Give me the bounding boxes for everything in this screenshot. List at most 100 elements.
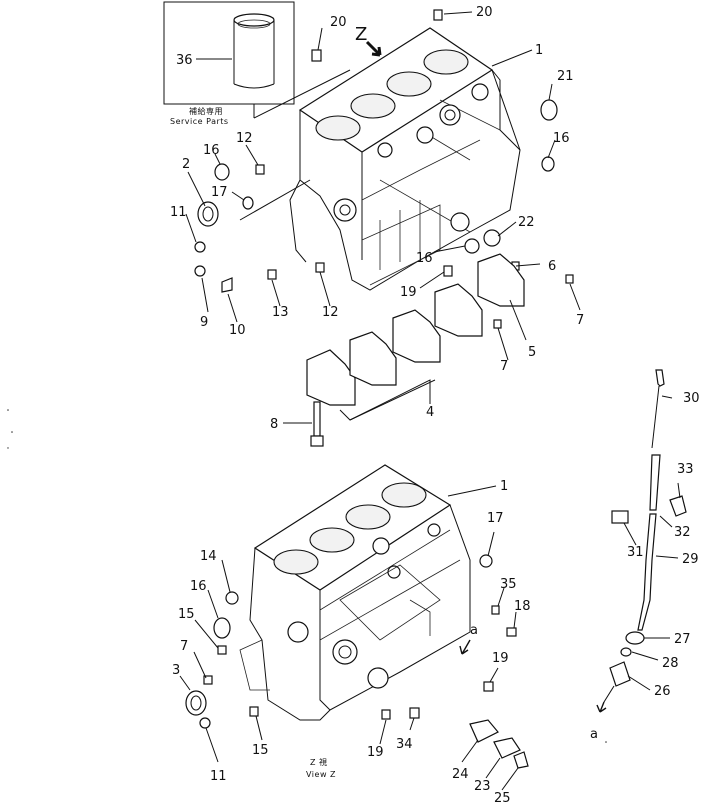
view-z-label-jp: Z 視 bbox=[310, 758, 328, 767]
callout-17-bottom: 17 bbox=[487, 511, 504, 526]
callout-15-lower: 15 bbox=[252, 743, 269, 758]
oring-28 bbox=[620, 647, 632, 657]
cover-23 bbox=[493, 737, 521, 759]
dipstick-assembly: a bbox=[590, 369, 687, 742]
plug-16-left bbox=[214, 163, 230, 181]
dipstick-upper-tube bbox=[649, 454, 661, 511]
plug-35 bbox=[491, 605, 500, 615]
plug-19-bottom-right bbox=[483, 681, 494, 692]
callout-31: 31 bbox=[627, 545, 644, 560]
bottom-bore-2 bbox=[345, 504, 391, 530]
callout-20b: 20 bbox=[476, 5, 493, 20]
callout-33: 33 bbox=[677, 462, 694, 477]
callout-16-left: 16 bbox=[203, 143, 220, 158]
callout-1-top: 1 bbox=[535, 43, 543, 58]
callout-7-bottom: 7 bbox=[180, 639, 188, 654]
plug-17-top bbox=[242, 196, 254, 210]
callout-12-upper: 12 bbox=[236, 131, 253, 146]
bearing-cap-5 bbox=[477, 253, 525, 307]
callout-36: 36 bbox=[176, 53, 193, 68]
pin-12-lower bbox=[315, 262, 325, 273]
inset-title-en: Service Parts bbox=[170, 117, 229, 126]
callout-12-lower: 12 bbox=[322, 305, 339, 320]
callout-23: 23 bbox=[474, 779, 491, 794]
callout-1-bottom: 1 bbox=[500, 479, 508, 494]
pin-7-right bbox=[565, 274, 574, 284]
callout-20a: 20 bbox=[330, 15, 347, 30]
bolt-8 bbox=[310, 401, 324, 447]
bolt-33 bbox=[669, 495, 687, 517]
leader-lines bbox=[179, 11, 681, 791]
plug-11-top bbox=[194, 241, 206, 253]
pin-15-lower bbox=[249, 706, 259, 717]
oring-27 bbox=[625, 631, 645, 645]
gauge-tube-26 bbox=[609, 661, 631, 687]
z-marker: Z bbox=[355, 24, 367, 45]
callout-22: 22 bbox=[518, 215, 535, 230]
bearing-cap-1 bbox=[306, 349, 356, 406]
callout-19-bottom-left: 19 bbox=[367, 745, 384, 760]
plug-16-right bbox=[541, 156, 555, 172]
plug-19-bottom-left bbox=[381, 709, 391, 720]
view-z-arrow: Z bbox=[355, 24, 382, 57]
seal-21 bbox=[540, 99, 558, 121]
pin-7-mid bbox=[493, 319, 502, 329]
bottom-bore-4 bbox=[273, 549, 319, 575]
plug-14 bbox=[225, 591, 239, 605]
cylinder-block-bottom bbox=[239, 464, 471, 721]
seal-3 bbox=[185, 690, 207, 716]
gasket-24 bbox=[469, 719, 499, 743]
callout-9: 9 bbox=[200, 315, 208, 330]
callout-11-bottom: 11 bbox=[210, 769, 227, 784]
cylinder-block-top bbox=[289, 27, 521, 291]
marker-a-top: a bbox=[470, 623, 478, 638]
callout-10: 10 bbox=[229, 323, 246, 338]
plug-34 bbox=[409, 707, 420, 719]
bearing-cap-3 bbox=[392, 309, 441, 363]
callout-16-bottom: 16 bbox=[190, 579, 207, 594]
bore-1 bbox=[423, 49, 469, 75]
plug-19-top bbox=[443, 265, 453, 277]
callout-16-lower: 16 bbox=[416, 251, 433, 266]
callout-34: 34 bbox=[396, 737, 413, 752]
callout-7-right: 7 bbox=[576, 313, 584, 328]
bearing-cap-4 bbox=[434, 283, 483, 337]
callout-5: 5 bbox=[528, 345, 536, 360]
callout-21: 21 bbox=[557, 69, 574, 84]
pin-12-upper bbox=[255, 164, 265, 175]
callout-26: 26 bbox=[654, 684, 671, 699]
pin-13 bbox=[267, 269, 277, 280]
callout-27: 27 bbox=[674, 632, 691, 647]
inset-title-jp: 補給専用 bbox=[189, 106, 223, 116]
bolt-25 bbox=[513, 751, 529, 769]
callout-16-right: 16 bbox=[553, 131, 570, 146]
callout-18: 18 bbox=[514, 599, 531, 614]
bottom-bore-3 bbox=[309, 527, 355, 553]
callout-19-top: 19 bbox=[400, 285, 417, 300]
callout-14: 14 bbox=[200, 549, 217, 564]
callout-28: 28 bbox=[662, 656, 679, 671]
callout-4: 4 bbox=[426, 405, 434, 420]
callout-2: 2 bbox=[182, 157, 190, 172]
scan-specks bbox=[7, 409, 607, 743]
plug-16-lower bbox=[464, 238, 480, 254]
bolt-10 bbox=[221, 277, 233, 293]
seal-2 bbox=[197, 201, 219, 227]
plug-20a bbox=[311, 49, 322, 62]
callout-35: 35 bbox=[500, 577, 517, 592]
callout-29: 29 bbox=[682, 552, 699, 567]
callout-numbers: 20 20 1 21 16 22 16 19 6 7 5 7 4 8 2 16 … bbox=[170, 5, 700, 803]
bearing-cap-2 bbox=[349, 331, 397, 386]
callout-3: 3 bbox=[172, 663, 180, 678]
bottom-bore-1 bbox=[381, 482, 427, 508]
plug-22 bbox=[483, 229, 501, 247]
bore-3 bbox=[350, 93, 396, 119]
callout-15-upper: 15 bbox=[178, 607, 195, 622]
callout-7-mid: 7 bbox=[500, 359, 508, 374]
plug-20b bbox=[433, 9, 443, 21]
plug-11-bottom bbox=[199, 717, 211, 729]
bore-4 bbox=[315, 115, 361, 141]
pin-7-bottom bbox=[203, 675, 213, 685]
plug-17-bottom bbox=[479, 554, 493, 568]
